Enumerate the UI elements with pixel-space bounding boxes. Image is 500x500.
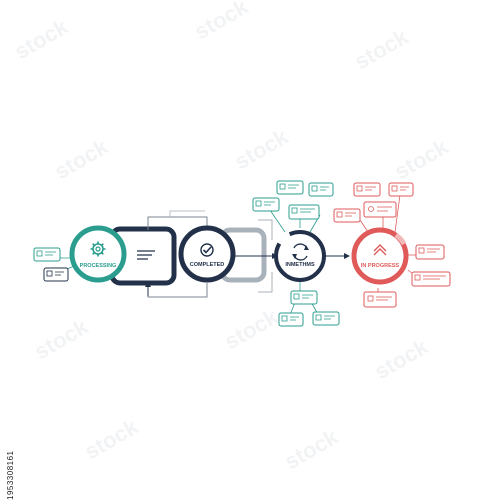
text-lines-icon	[137, 250, 155, 260]
callout-box	[290, 290, 318, 305]
callouts-inprogress	[333, 182, 451, 308]
callout-box	[288, 204, 320, 220]
stage-ring-gap	[394, 232, 407, 246]
stage-completed[interactable]: COMPLETED	[178, 225, 236, 283]
stage-ring-gap	[277, 232, 292, 246]
arrowhead-right-2	[344, 253, 350, 259]
check-icon	[200, 243, 214, 257]
callout-box	[312, 311, 340, 326]
callout-box	[308, 182, 334, 197]
connector-gray-thin	[258, 219, 273, 293]
callout-box	[363, 291, 397, 308]
callout-box	[388, 182, 414, 197]
stage-label: IN PROGRESS	[361, 263, 400, 269]
stock-id-text: 1953308161	[6, 450, 15, 500]
callouts-processing	[33, 247, 69, 282]
callout-box	[415, 244, 445, 260]
stage-label: INMETHMS	[285, 262, 315, 268]
arrowhead-up	[145, 281, 151, 287]
stage-label: COMPLETED	[190, 262, 225, 268]
stage-ring	[178, 225, 236, 283]
callout-box	[33, 247, 61, 262]
callout-box	[353, 182, 381, 197]
stage-processing[interactable]: PROCESSING	[69, 225, 127, 283]
callout-box	[252, 197, 280, 212]
callout-box	[411, 271, 451, 287]
gear-icon	[90, 241, 106, 257]
stage-inmethods[interactable]: INMETHMS	[274, 230, 326, 282]
connector-thin-frame-2	[169, 210, 205, 217]
stage-inprogress[interactable]: IN PROGRESS	[351, 227, 409, 285]
stage-ring	[351, 227, 409, 285]
sync-arrows-icon	[292, 243, 309, 261]
callouts-inmethods	[252, 180, 340, 327]
callout-box	[43, 267, 69, 282]
callout-box	[363, 201, 397, 218]
callout-box	[333, 208, 361, 223]
stage-label: PROCESSING	[80, 263, 117, 269]
callout-box	[278, 312, 304, 327]
callout-box	[276, 180, 304, 195]
chevron-up-icon	[373, 244, 387, 256]
stage-ring	[274, 230, 326, 282]
